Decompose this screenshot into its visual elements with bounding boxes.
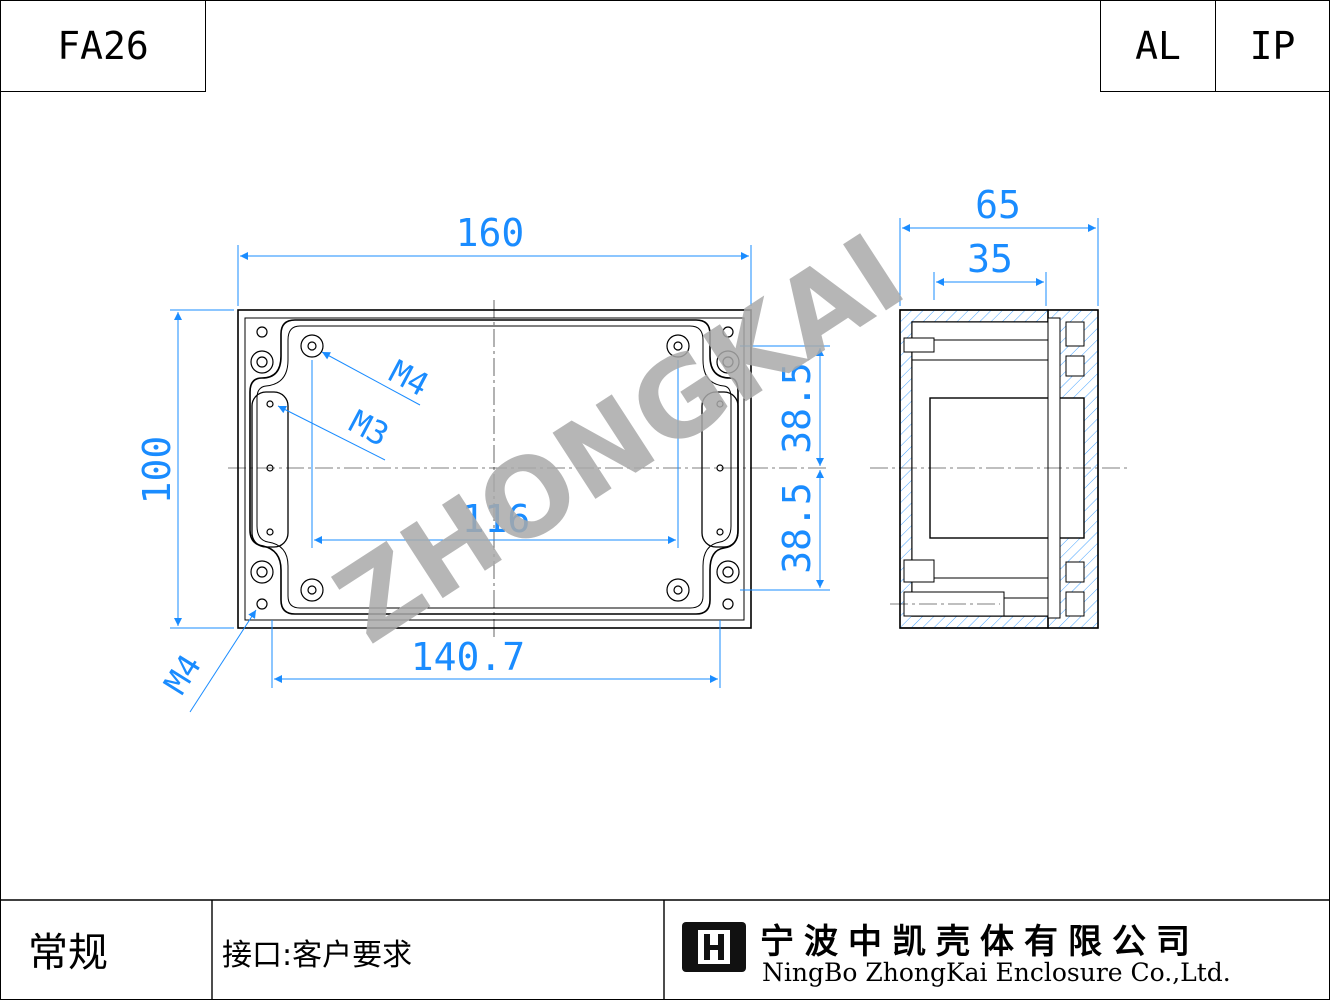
- front-outline: [237, 309, 752, 629]
- interface-note: 接口:客户要求: [222, 938, 413, 973]
- company-name-en: NingBo ZhongKai Enclosure Co.,Ltd.: [762, 958, 1231, 987]
- left-slot: [251, 391, 289, 548]
- dim-depth-label: 65: [975, 183, 1021, 227]
- company-name-cn: 宁波中凯壳体有限公司: [760, 922, 1200, 962]
- category-label: 常规: [28, 930, 108, 976]
- material-label: AL: [1135, 24, 1181, 68]
- right-slot: [701, 391, 739, 548]
- lid-recess: [249, 319, 739, 615]
- watermark: ZHONGKAI: [315, 211, 926, 668]
- callout-cover-screw: M4: [383, 352, 435, 404]
- model-label: FA26: [57, 24, 149, 68]
- dim-half-bottom-label: 38.5: [775, 482, 819, 574]
- dim-inner-span-label: 116: [462, 497, 531, 541]
- dim-height-label: 100: [135, 436, 179, 505]
- rating-cell: IP: [1215, 0, 1330, 92]
- callout-pcb-screw: M3: [343, 402, 395, 454]
- dim-bottom-span-label: 140.7: [411, 635, 525, 679]
- front-dimensions: [170, 245, 830, 713]
- dim-half-top-label: 38.5: [775, 362, 819, 454]
- company-logo-icon: [682, 922, 746, 972]
- corner-holes: [250, 326, 740, 610]
- front-view: [228, 300, 830, 640]
- front-inner-edge: [244, 317, 745, 621]
- side-view: [870, 309, 1130, 629]
- lid-recess-inner: [256, 325, 732, 609]
- model-cell: FA26: [0, 0, 206, 92]
- side-dimensions: [899, 218, 1099, 306]
- rating-label: IP: [1249, 24, 1296, 68]
- callout-mount-screw: M4: [156, 648, 209, 701]
- dim-base-depth-label: 35: [967, 237, 1013, 281]
- dim-width-label: 160: [456, 211, 525, 255]
